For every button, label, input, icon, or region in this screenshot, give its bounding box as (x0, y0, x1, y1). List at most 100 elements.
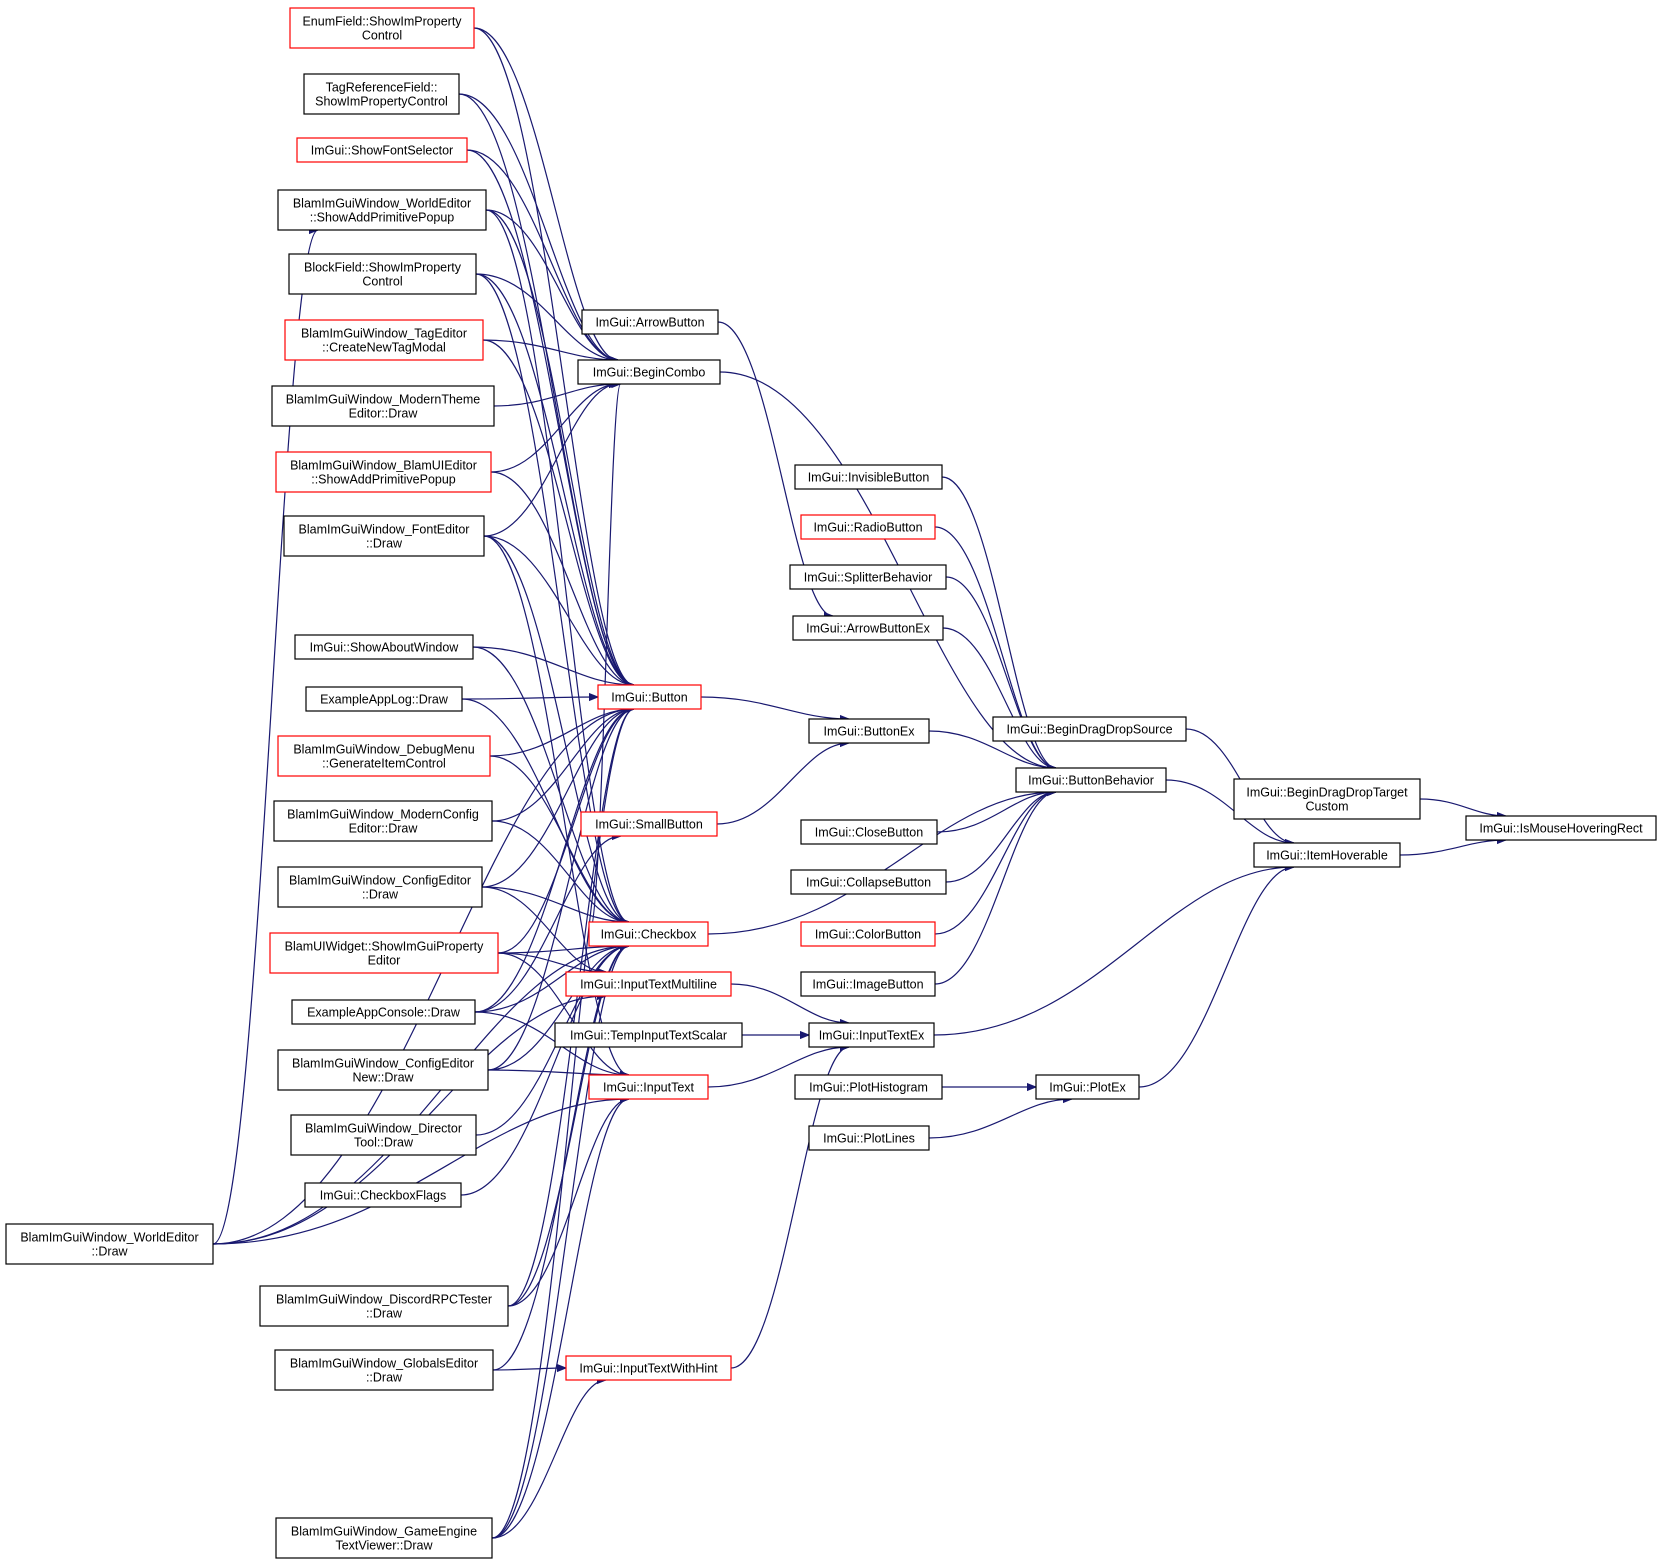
node-checkbox[interactable]: ImGui::Checkbox (588, 921, 709, 947)
call-edge-checkbox-to-begincombo (588, 384, 622, 935)
call-edge-we_draw-to-inputtext (212, 1099, 629, 1245)
node-radiobtn[interactable]: ImGui::RadioButton (800, 514, 936, 540)
node-box (789, 564, 947, 590)
node-box (597, 684, 702, 710)
node-inputtext[interactable]: ImGui::InputText (588, 1074, 709, 1100)
call-edge-configed-to-button (481, 709, 634, 888)
call-edge-about-to-button (472, 646, 634, 685)
node-applog[interactable]: ExampleAppLog::Draw (305, 686, 463, 712)
node-invisbtn[interactable]: ImGui::InvisibleButton (794, 464, 943, 490)
node-label: ShowImPropertyControl (315, 95, 448, 109)
node-plothist[interactable]: ImGui::PlotHistogram (794, 1074, 943, 1100)
node-enum[interactable]: EnumField::ShowImPropertyControl (289, 7, 475, 49)
node-block[interactable]: BlockField::ShowImPropertyControl (288, 253, 477, 295)
node-button[interactable]: ImGui::Button (597, 684, 702, 710)
node-about[interactable]: ImGui::ShowAboutWindow (294, 634, 474, 660)
node-label: ImGui::CheckboxFlags (320, 1189, 446, 1203)
node-smallbtn[interactable]: ImGui::SmallButton (580, 811, 718, 837)
node-dragsrc[interactable]: ImGui::BeginDragDropSource (992, 716, 1187, 742)
node-itemhover[interactable]: ImGui::ItemHoverable (1253, 842, 1401, 868)
node-inputtextex[interactable]: ImGui::InputTextEx (808, 1022, 935, 1048)
node-label: ImGui::InputTextWithHint (579, 1362, 718, 1376)
node-box (1465, 815, 1657, 841)
node-plotlines[interactable]: ImGui::PlotLines (808, 1125, 930, 1151)
node-closebtn[interactable]: ImGui::CloseButton (800, 819, 938, 845)
node-box (289, 7, 475, 49)
call-edge-uiwidget-to-button (497, 709, 634, 954)
node-fontsel[interactable]: ImGui::ShowFontSelector (296, 137, 468, 163)
call-edge-we_popup-to-checkbox (485, 209, 630, 922)
call-edge-invisbtn-to-btnbehavior (941, 476, 1057, 768)
node-label: Custom (1305, 800, 1348, 814)
call-edge-about-to-checkbox (472, 646, 629, 922)
node-arrowbtnex[interactable]: ImGui::ArrowButtonEx (792, 615, 944, 641)
node-box (800, 819, 938, 845)
node-label: Tool::Draw (354, 1136, 414, 1150)
call-edge-cbflags-to-checkbox (460, 946, 629, 1196)
node-splitter[interactable]: ImGui::SplitterBehavior (789, 564, 947, 590)
node-label: BlamImGuiWindow_ConfigEditor (289, 874, 471, 888)
node-collapsebtn[interactable]: ImGui::CollapseButton (790, 869, 947, 895)
call-edge-fontsel-to-button (466, 149, 634, 685)
node-root[interactable]: ImGui::IsMouseHoveringRect (1465, 815, 1657, 841)
call-edge-we_draw-to-checkbox (212, 946, 629, 1245)
node-tagmodal[interactable]: BlamImGuiWindow_TagEditor::CreateNewTagM… (284, 319, 484, 361)
node-gametext[interactable]: BlamImGuiWindow_GameEngineTextViewer::Dr… (275, 1517, 493, 1559)
node-label: ImGui::PlotLines (823, 1132, 915, 1146)
node-we_popup[interactable]: BlamImGuiWindow_WorldEditor::ShowAddPrim… (277, 189, 487, 231)
node-console[interactable]: ExampleAppConsole::Draw (291, 999, 476, 1025)
call-edge-dragtarget-to-root (1419, 798, 1506, 816)
node-configed[interactable]: BlamImGuiWindow_ConfigEditor::Draw (277, 866, 483, 908)
node-buttonex[interactable]: ImGui::ButtonEx (808, 718, 930, 744)
call-edge-tagmodal-to-begincombo (482, 339, 618, 360)
node-uieditor[interactable]: BlamImGuiWindow_BlamUIEditor::ShowAddPri… (275, 451, 492, 493)
call-edge-inputtext-to-inputtextex (707, 1047, 849, 1088)
node-box (275, 1517, 493, 1559)
node-discord[interactable]: BlamImGuiWindow_DiscordRPCTester::Draw (259, 1285, 509, 1327)
node-label: BlamImGuiWindow_ModernTheme (286, 393, 481, 407)
node-debugmenu[interactable]: BlamImGuiWindow_DebugMenu::GenerateItemC… (277, 735, 491, 777)
node-box (304, 1182, 462, 1208)
node-label: BlamImGuiWindow_GameEngine (291, 1525, 477, 1539)
node-cbflags[interactable]: ImGui::CheckboxFlags (304, 1182, 462, 1208)
node-tagref[interactable]: TagReferenceField::ShowImPropertyControl (303, 73, 460, 115)
node-label: BlamImGuiWindow_DiscordRPCTester (276, 1293, 492, 1307)
node-label: ::Draw (91, 1245, 128, 1259)
node-box (288, 253, 477, 295)
node-label: ::GenerateItemControl (322, 757, 446, 771)
call-edge-smallbtn-to-buttonex (716, 743, 849, 825)
node-box (259, 1285, 509, 1327)
node-box (808, 1022, 935, 1048)
node-arrowbtn[interactable]: ImGui::ArrowButton (581, 309, 719, 335)
node-label: ImGui::BeginDragDropSource (1006, 723, 1172, 737)
call-edge-fontsel-to-begincombo (466, 149, 618, 360)
node-box (792, 615, 944, 641)
call-edge-we_popup-to-button (485, 209, 635, 685)
node-fonteditor[interactable]: BlamImGuiWindow_FontEditor::Draw (283, 515, 485, 557)
node-label: BlamImGuiWindow_WorldEditor (20, 1231, 198, 1245)
node-btnbehavior[interactable]: ImGui::ButtonBehavior (1015, 767, 1167, 793)
node-inputhint[interactable]: ImGui::InputTextWithHint (565, 1355, 732, 1381)
node-we_draw[interactable]: BlamImGuiWindow_WorldEditor::Draw (5, 1223, 214, 1265)
call-edge-console-to-button (474, 709, 634, 1013)
node-box (1015, 767, 1167, 793)
node-box (794, 464, 943, 490)
node-box (274, 1349, 494, 1391)
node-colorbtn[interactable]: ImGui::ColorButton (800, 921, 936, 947)
call-edge-we_popup-to-begincombo (485, 209, 618, 360)
call-edge-enum-to-button (473, 27, 635, 685)
node-tempscalar[interactable]: ImGui::TempInputTextScalar (554, 1022, 743, 1048)
node-begincombo[interactable]: ImGui::BeginCombo (577, 359, 721, 385)
node-plotex[interactable]: ImGui::PlotEx (1035, 1074, 1140, 1100)
node-inputml[interactable]: ImGui::InputTextMultiline (565, 971, 732, 997)
call-edge-tagref-to-begincombo (458, 93, 618, 360)
node-globals[interactable]: BlamImGuiWindow_GlobalsEditor::Draw (274, 1349, 494, 1391)
node-box (269, 932, 499, 974)
node-imagebtn[interactable]: ImGui::ImageButton (800, 971, 936, 997)
